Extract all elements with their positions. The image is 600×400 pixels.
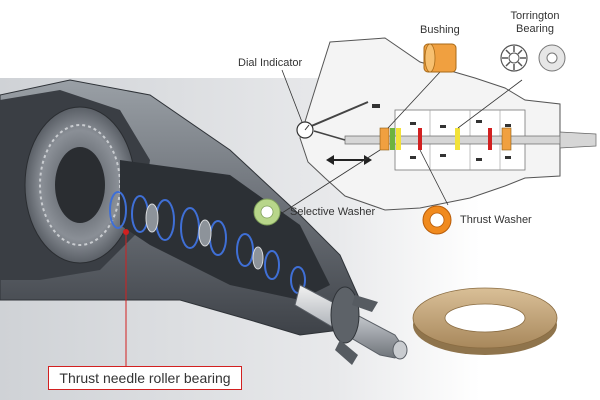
bushing-icon: [423, 43, 457, 73]
torrington-bearing-label: Torrington Bearing: [500, 10, 570, 36]
thrust-washer-icon: [422, 205, 452, 235]
transmission-cutaway-render: [0, 79, 408, 366]
thrust-washer-label: Thrust Washer: [460, 214, 532, 226]
dial-indicator-label: Dial Indicator: [238, 57, 303, 69]
torrington-bearing-icon: [500, 44, 528, 72]
thrust-needle-roller-bearing-callout: Thrust needle roller bearing: [48, 366, 242, 390]
torrington-bearing-label-line2: Bearing: [516, 23, 554, 35]
bushing-label: Bushing: [420, 24, 460, 36]
transmission-schematic: [281, 37, 597, 214]
selective-washer-label: Selective Washer: [290, 206, 376, 218]
large-washer-icon: [412, 287, 558, 355]
torrington-ring-icon: [538, 44, 566, 72]
torrington-bearing-label-line1: Torrington: [510, 10, 560, 22]
selective-washer-icon: [253, 198, 281, 226]
